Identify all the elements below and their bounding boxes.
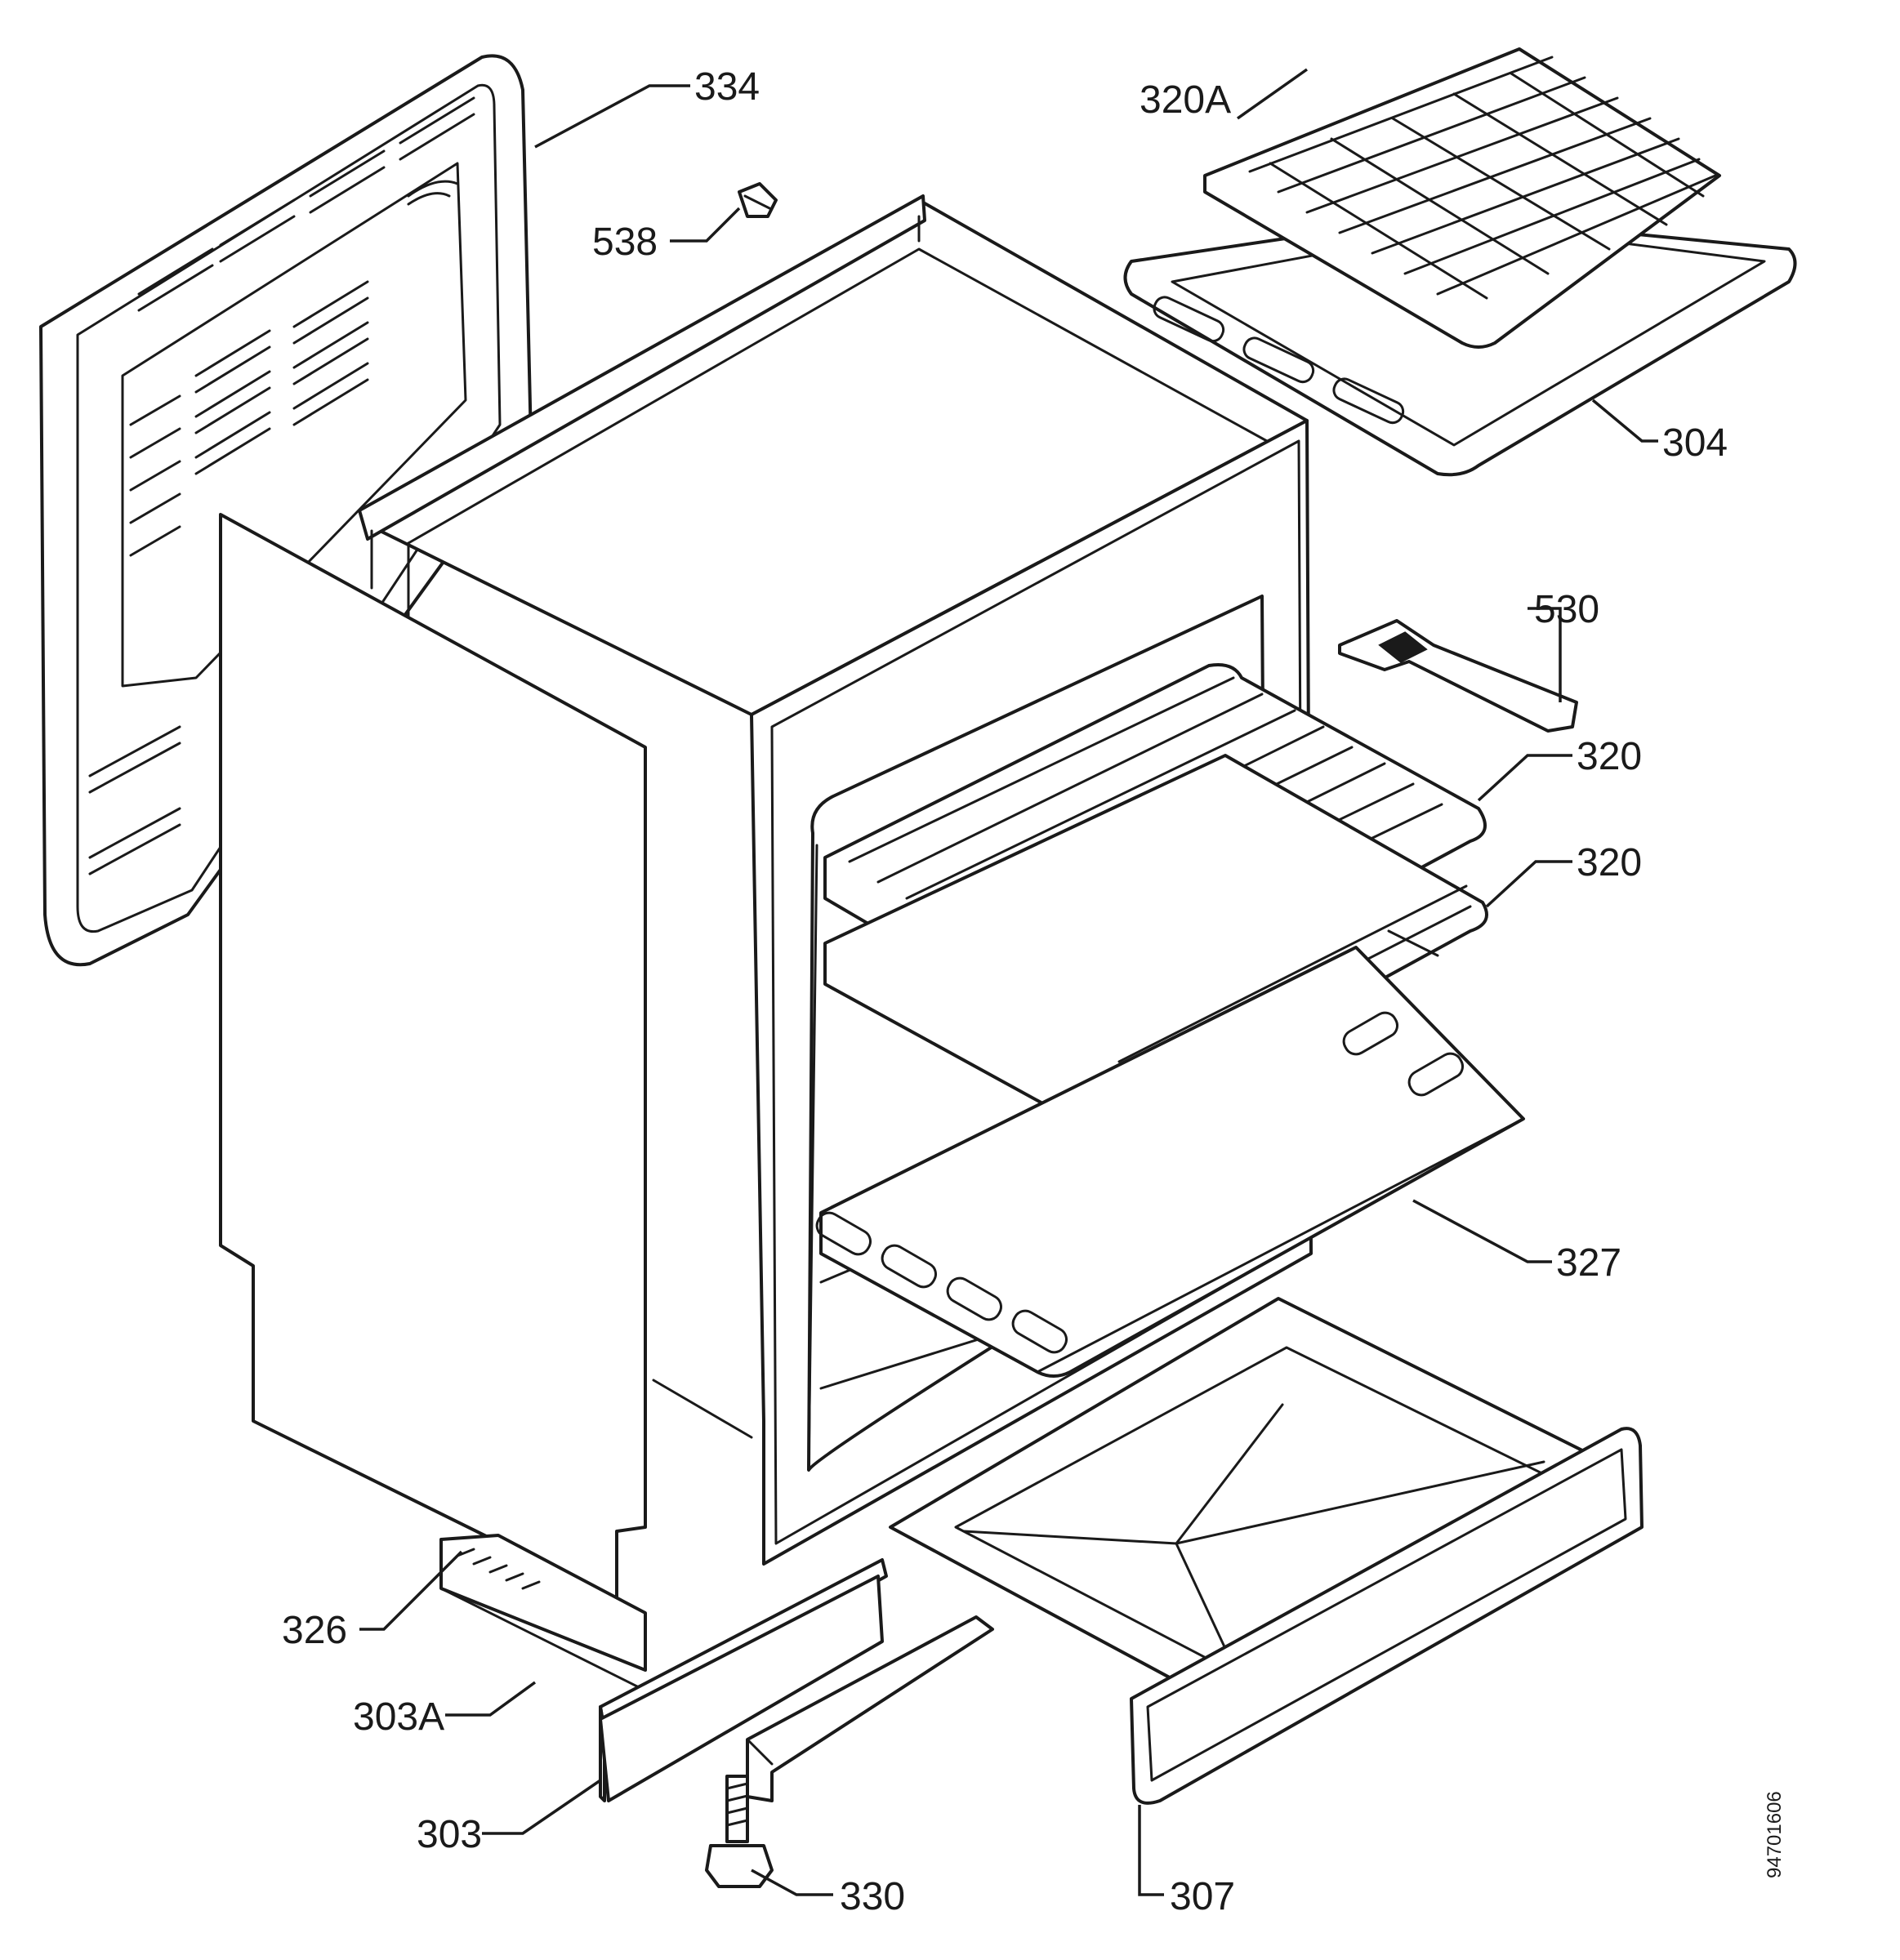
label-330: 330 <box>840 1875 905 1918</box>
label-320-lower: 320 <box>1577 841 1642 884</box>
label-530: 530 <box>1534 588 1599 631</box>
grill-rack-320a <box>1203 47 1721 349</box>
label-307: 307 <box>1170 1875 1235 1918</box>
plinth-assembly <box>439 1534 994 1802</box>
back-panel-vent-slots <box>88 96 475 875</box>
part-number-labels: 334 538 320A 304 530 320 320 327 326 303… <box>282 65 1786 1918</box>
label-320-upper: 320 <box>1577 735 1642 778</box>
shelf-runner-530 <box>1338 619 1578 733</box>
label-303a: 303A <box>353 1695 444 1739</box>
label-334: 334 <box>694 65 760 109</box>
baking-tray-327 <box>815 946 1525 1378</box>
leader-lines <box>359 68 1658 1896</box>
label-327: 327 <box>1556 1241 1621 1285</box>
adjustable-foot-330 <box>705 1775 774 1888</box>
label-326: 326 <box>282 1609 347 1652</box>
label-538: 538 <box>592 220 658 264</box>
back-panel-334 <box>39 54 533 967</box>
label-303: 303 <box>417 1813 482 1856</box>
label-320a: 320A <box>1140 78 1231 122</box>
drawing-number: 94701606 <box>1764 1791 1786 1878</box>
label-304: 304 <box>1662 421 1728 465</box>
storage-drawer-307 <box>889 1297 1644 1805</box>
screw-538 <box>738 182 778 218</box>
